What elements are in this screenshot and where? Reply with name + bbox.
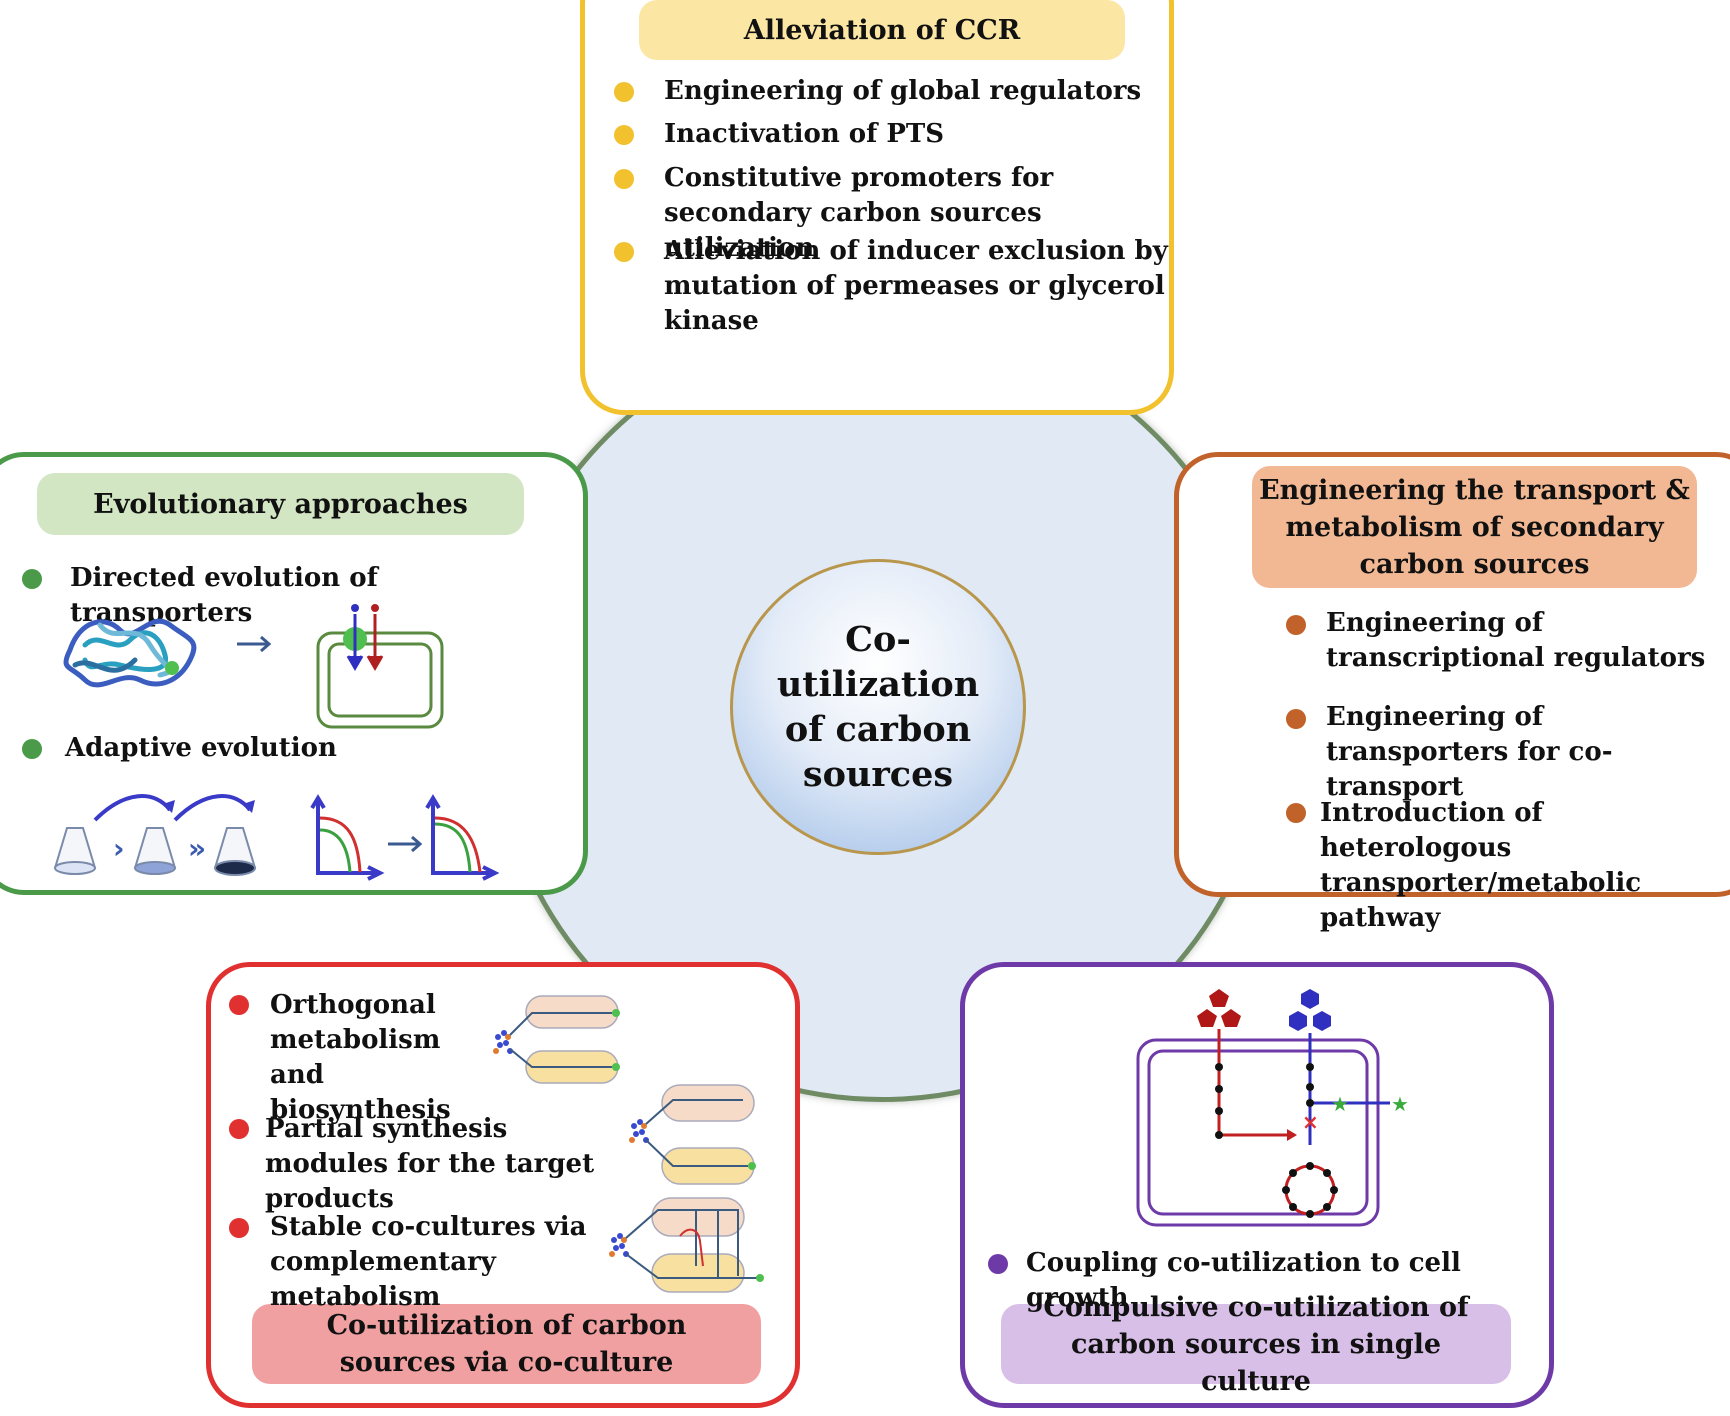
svg-text:×: × [1302, 1110, 1319, 1134]
growth-curve-illustration [310, 794, 500, 881]
transport-item-3: Introduction of heterologous transporter… [1320, 798, 1642, 933]
svg-text:»: » [188, 832, 206, 865]
coculture-item-3: Stable co-cultures via complementary met… [270, 1212, 587, 1312]
ccr-title: Alleviation of CCR [639, 0, 1125, 60]
transport-title: Engineering the transport & metabolism o… [1252, 466, 1697, 588]
partial-synthesis-illustration [629, 1084, 756, 1185]
center-circle: Co-utilization of carbon sources [730, 559, 1026, 855]
evolutionary-title: Evolutionary approaches [37, 473, 524, 535]
transport-bullet [1286, 803, 1306, 823]
ccr-panel [580, 0, 1174, 415]
single-culture-title: Compulsive co-utilization of carbon sour… [1001, 1292, 1511, 1397]
ccr-item-4: Alleviation of inducer exclusion by muta… [664, 236, 1168, 336]
transport-item-1: Engineering of transcriptional regulator… [1326, 608, 1706, 673]
center-title: Co-utilization of carbon sources [776, 619, 980, 795]
adaptive-evolution-flasks-illustration: › » [53, 794, 257, 876]
transport-bullet [1286, 615, 1306, 635]
ccr-bullet [614, 125, 634, 145]
svg-text:★: ★ [1331, 1092, 1349, 1116]
ccr-item-1: Engineering of global regulators [664, 76, 1142, 106]
protein-structure-illustration [63, 618, 197, 688]
ccr-bullet [614, 242, 634, 262]
coculture-bullet [229, 995, 249, 1015]
svg-text:★: ★ [1391, 1092, 1409, 1116]
ccr-item-3: Constitutive promoters for secondary car… [664, 163, 1054, 263]
complementary-metabolism-illustration [609, 1197, 764, 1293]
evolutionary-bullet [22, 739, 42, 759]
ccr-bullet [614, 82, 634, 102]
single-culture-bullet [988, 1254, 1008, 1274]
transport-bullet [1286, 709, 1306, 729]
coupling-cell-illustration: × ★ ★ [1136, 989, 1409, 1227]
ccr-bullet [614, 169, 634, 189]
coculture-bullet [229, 1218, 249, 1238]
coculture-title: Co-utilization of carbon sources via co-… [252, 1304, 761, 1384]
evolutionary-bullet [22, 569, 42, 589]
svg-text:›: › [113, 832, 125, 865]
coculture-item-1: Orthogonal metabolism and biosynthesis [270, 990, 451, 1125]
evolutionary-item-2: Adaptive evolution [65, 733, 337, 763]
single-culture-item-1: Coupling co-utilization to cell growth [1026, 1248, 1461, 1313]
coculture-item-2: Partial synthesis modules for the target… [265, 1114, 595, 1214]
ccr-item-2: Inactivation of PTS [664, 119, 945, 149]
coculture-bullet [229, 1119, 249, 1139]
cell-transporter-illustration [316, 604, 444, 729]
transport-item-2: Engineering of transporters for co-trans… [1326, 702, 1613, 802]
arrow-right-icon [237, 635, 272, 653]
orthogonal-pathway-illustration [493, 995, 620, 1084]
